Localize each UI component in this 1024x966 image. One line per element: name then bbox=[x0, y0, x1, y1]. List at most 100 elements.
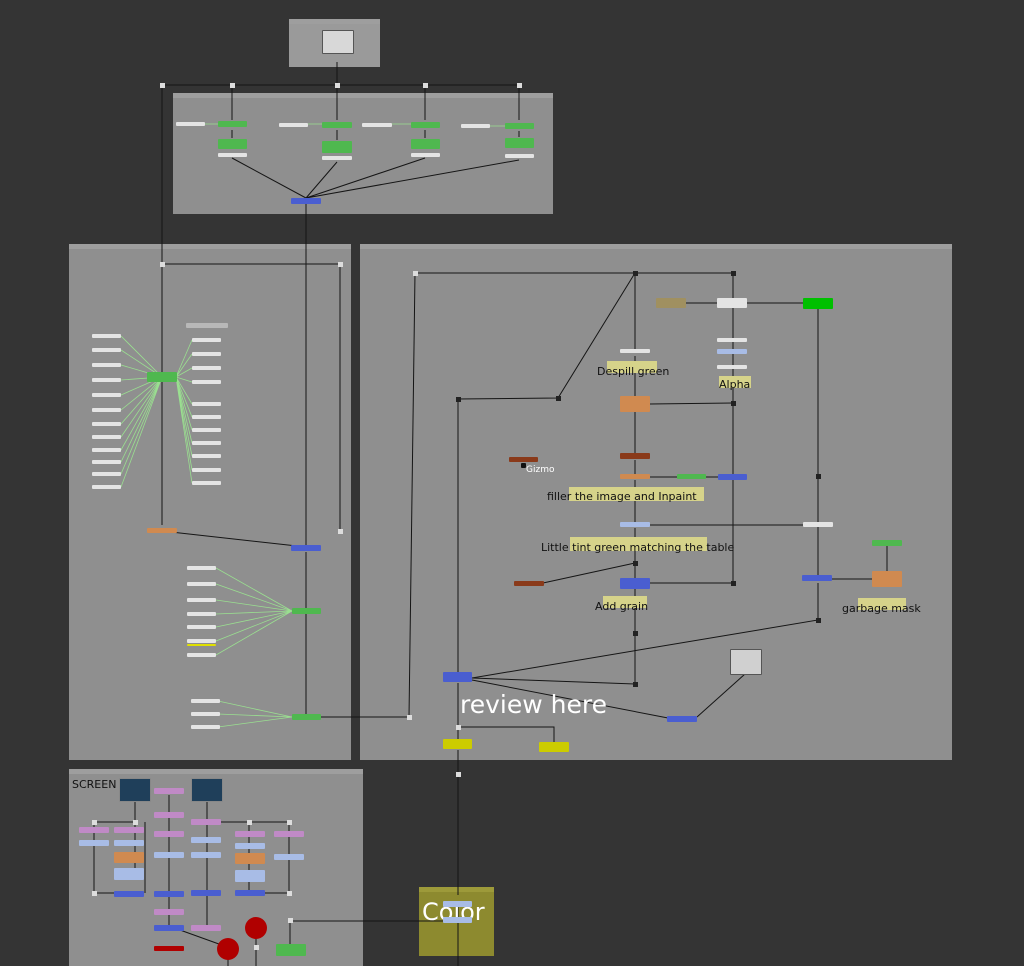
node-purple[interactable] bbox=[154, 812, 184, 818]
constant-node-red[interactable] bbox=[217, 938, 239, 960]
dot[interactable] bbox=[731, 581, 736, 586]
node[interactable] bbox=[322, 156, 352, 160]
node[interactable] bbox=[218, 139, 247, 149]
keyer-node[interactable] bbox=[717, 298, 747, 308]
node-purple[interactable] bbox=[154, 788, 184, 794]
despill-node[interactable] bbox=[620, 396, 650, 412]
read-node-thumbnail[interactable] bbox=[322, 30, 354, 54]
node-brown[interactable] bbox=[620, 453, 650, 459]
node[interactable] bbox=[461, 124, 490, 128]
dot[interactable] bbox=[731, 271, 736, 276]
roto-node[interactable] bbox=[92, 460, 121, 464]
dot[interactable] bbox=[407, 715, 412, 720]
node-orange[interactable] bbox=[114, 852, 144, 863]
roto-node[interactable] bbox=[92, 334, 121, 338]
merge-node[interactable] bbox=[718, 474, 747, 480]
node[interactable] bbox=[505, 138, 534, 148]
dot[interactable] bbox=[413, 271, 418, 276]
node[interactable] bbox=[176, 122, 205, 126]
node[interactable] bbox=[620, 349, 650, 353]
preview-thumbnail[interactable] bbox=[730, 649, 762, 675]
roto-node[interactable] bbox=[187, 612, 216, 616]
sticky-alpha[interactable] bbox=[719, 376, 751, 388]
roto-node[interactable] bbox=[192, 441, 221, 445]
node-purple[interactable] bbox=[191, 925, 221, 931]
roto-node[interactable] bbox=[92, 348, 121, 352]
dot[interactable] bbox=[247, 820, 252, 825]
node[interactable] bbox=[322, 122, 352, 128]
roto-node[interactable] bbox=[92, 408, 121, 412]
roto-node[interactable] bbox=[192, 454, 221, 458]
roto-node[interactable] bbox=[192, 380, 221, 384]
merge-node[interactable] bbox=[235, 890, 265, 896]
dot[interactable] bbox=[456, 397, 461, 402]
sticky-tint[interactable] bbox=[570, 537, 707, 551]
node-green[interactable] bbox=[276, 944, 306, 956]
gizmo-dot[interactable] bbox=[521, 463, 526, 468]
gizmo-node[interactable] bbox=[509, 457, 538, 462]
roto-node[interactable] bbox=[92, 472, 121, 476]
dot[interactable] bbox=[633, 631, 638, 636]
merge-node-green[interactable] bbox=[292, 714, 321, 720]
screen-read-thumbnail[interactable] bbox=[191, 778, 223, 802]
roto-node[interactable] bbox=[187, 639, 216, 643]
node-green[interactable] bbox=[677, 474, 706, 479]
node[interactable] bbox=[717, 365, 747, 369]
roto-node[interactable] bbox=[192, 366, 221, 370]
sticky-garbage[interactable] bbox=[858, 598, 906, 610]
roto-node[interactable] bbox=[192, 415, 221, 419]
node-red[interactable] bbox=[154, 946, 184, 951]
dot[interactable] bbox=[92, 891, 97, 896]
screen-read-thumbnail[interactable] bbox=[119, 778, 151, 802]
grade-node[interactable] bbox=[620, 522, 650, 527]
constant-node-red[interactable] bbox=[245, 917, 267, 939]
node-purple[interactable] bbox=[191, 819, 221, 825]
roto-node[interactable] bbox=[187, 598, 216, 602]
dot[interactable] bbox=[338, 529, 343, 534]
merge-node[interactable] bbox=[154, 891, 184, 897]
roto-node[interactable] bbox=[191, 699, 220, 703]
node-orange[interactable] bbox=[620, 474, 650, 479]
merge-node[interactable] bbox=[802, 575, 832, 581]
dot[interactable] bbox=[160, 83, 165, 88]
grade-node[interactable] bbox=[443, 901, 472, 907]
roto-node[interactable] bbox=[92, 422, 121, 426]
node-lightblue[interactable] bbox=[114, 868, 144, 880]
node-brown[interactable] bbox=[514, 581, 544, 586]
roto-node[interactable] bbox=[192, 428, 221, 432]
dot[interactable] bbox=[456, 772, 461, 777]
dot[interactable] bbox=[133, 820, 138, 825]
node[interactable] bbox=[218, 153, 247, 157]
node-purple[interactable] bbox=[154, 909, 184, 915]
merge-node-green[interactable] bbox=[147, 372, 177, 382]
dot[interactable] bbox=[160, 262, 165, 267]
node[interactable] bbox=[505, 123, 534, 129]
backdrop-left[interactable] bbox=[69, 244, 351, 760]
dot[interactable] bbox=[287, 820, 292, 825]
merge-node[interactable] bbox=[291, 198, 321, 204]
grain-merge-node[interactable] bbox=[620, 578, 650, 589]
dot[interactable] bbox=[816, 618, 821, 623]
node[interactable] bbox=[411, 139, 440, 149]
roto-node[interactable] bbox=[92, 435, 121, 439]
roto-node[interactable] bbox=[191, 725, 220, 729]
merge-node[interactable] bbox=[154, 925, 184, 931]
roto-node[interactable] bbox=[92, 485, 121, 489]
node-lightblue[interactable] bbox=[79, 840, 109, 846]
node-orange[interactable] bbox=[147, 528, 177, 533]
sticky-grain[interactable] bbox=[603, 596, 647, 608]
roto-node[interactable] bbox=[187, 625, 216, 629]
merge-node[interactable] bbox=[667, 716, 697, 722]
sticky-filler[interactable] bbox=[569, 487, 704, 501]
node[interactable] bbox=[279, 123, 308, 127]
dot[interactable] bbox=[230, 83, 235, 88]
roto-node[interactable] bbox=[92, 393, 121, 397]
node-lightblue[interactable] bbox=[274, 854, 304, 860]
node-khaki[interactable] bbox=[656, 298, 686, 308]
dot[interactable] bbox=[633, 561, 638, 566]
dot[interactable] bbox=[633, 271, 638, 276]
viewer-node[interactable] bbox=[539, 742, 569, 752]
node-purple[interactable] bbox=[79, 827, 109, 833]
roto-node-selected[interactable] bbox=[187, 644, 216, 646]
node-bright-green[interactable] bbox=[803, 298, 833, 309]
